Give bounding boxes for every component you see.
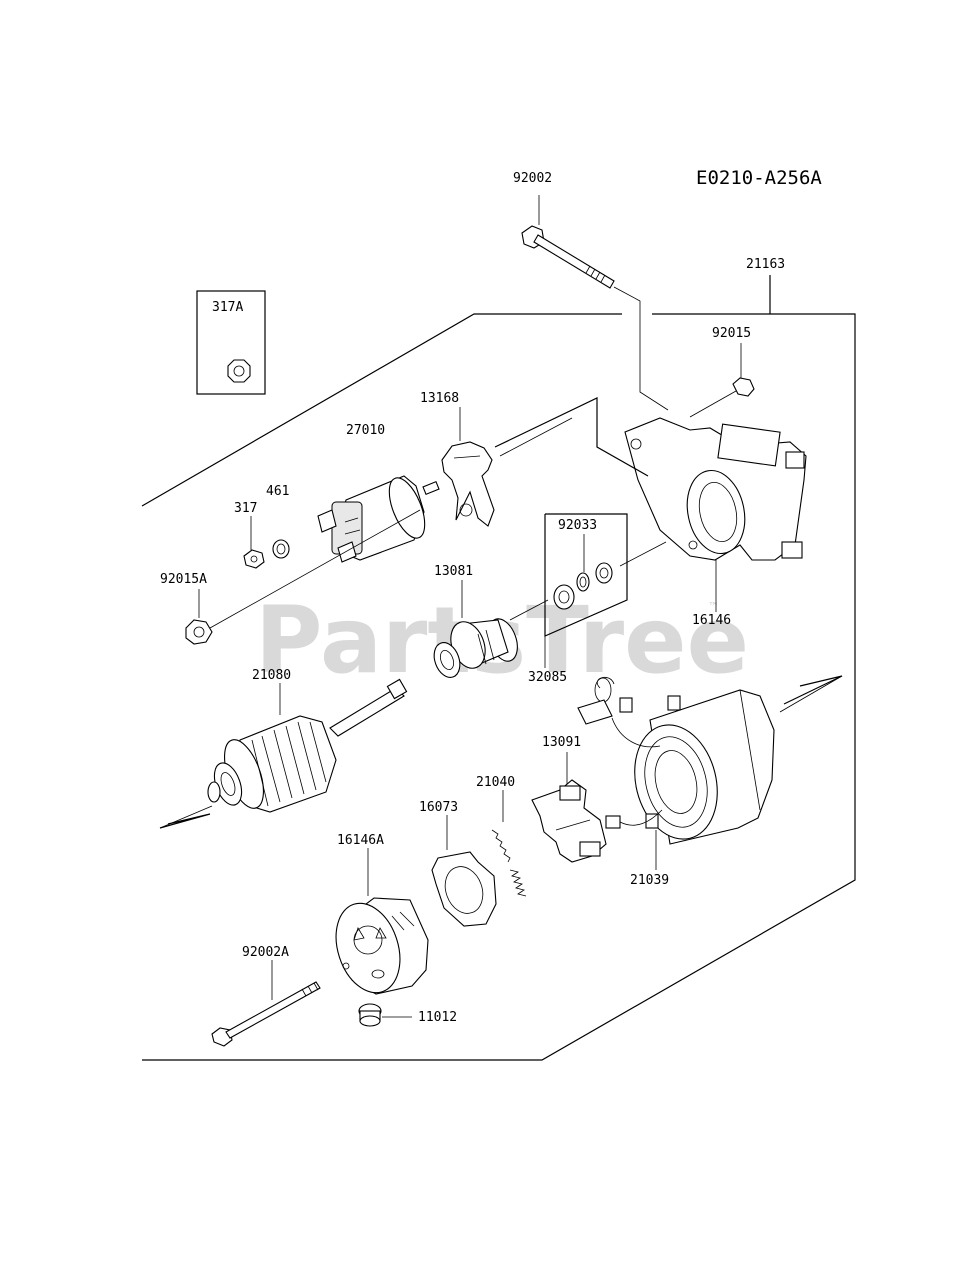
label-16073[interactable]: 16073 (419, 800, 458, 815)
part-clutch-13081[interactable] (430, 580, 523, 681)
label-92002[interactable]: 92002 (513, 171, 552, 186)
label-317[interactable]: 317 (234, 501, 257, 516)
label-21163[interactable]: 21163 (746, 257, 785, 272)
label-92015[interactable]: 92015 (712, 326, 751, 341)
part-bolt-92002[interactable] (521, 195, 669, 411)
label-92002A[interactable]: 92002A (242, 945, 289, 960)
label-21040[interactable]: 21040 (476, 775, 515, 790)
label-13091[interactable]: 13091 (542, 735, 581, 750)
label-92033[interactable]: 92033 (558, 518, 597, 533)
diagram-code: E0210-A256A (696, 167, 822, 189)
part-group-92033-32085[interactable] (509, 513, 667, 668)
label-16146[interactable]: 16146 (692, 613, 731, 628)
part-armature-21080[interactable] (207, 678, 408, 813)
label-461[interactable]: 461 (266, 484, 289, 499)
label-21080[interactable]: 21080 (252, 668, 291, 683)
watermark-trademark: ™ (708, 600, 719, 613)
label-11012[interactable]: 11012 (418, 1010, 457, 1025)
label-13168[interactable]: 13168 (420, 391, 459, 406)
assembly-frame (141, 275, 856, 1061)
label-32085[interactable]: 32085 (528, 670, 567, 685)
part-cap-11012[interactable] (358, 1003, 412, 1027)
part-plate-16073[interactable] (431, 815, 497, 927)
part-brush-holder-13091[interactable] (531, 752, 607, 863)
inset-box-317A (196, 290, 266, 395)
label-16146A[interactable]: 16146A (337, 833, 384, 848)
part-bolt-92002A[interactable] (211, 960, 321, 1047)
part-washer-461[interactable] (272, 539, 290, 559)
part-cover-16146A[interactable] (325, 848, 429, 1001)
label-27010[interactable]: 27010 (346, 423, 385, 438)
part-nut-317[interactable] (243, 516, 265, 569)
part-solenoid-27010[interactable] (317, 473, 440, 563)
part-nut-92015[interactable] (689, 343, 755, 418)
label-92015A[interactable]: 92015A (160, 572, 207, 587)
part-lever-13168[interactable] (441, 407, 495, 527)
part-yoke-21039[interactable] (577, 676, 775, 870)
label-13081[interactable]: 13081 (434, 564, 473, 579)
label-21039[interactable]: 21039 (630, 873, 669, 888)
part-housing-16146[interactable] (624, 417, 807, 612)
part-springs-21040[interactable] (491, 790, 527, 897)
part-nut-92015A[interactable] (185, 509, 421, 645)
label-317A[interactable]: 317A (212, 300, 243, 315)
